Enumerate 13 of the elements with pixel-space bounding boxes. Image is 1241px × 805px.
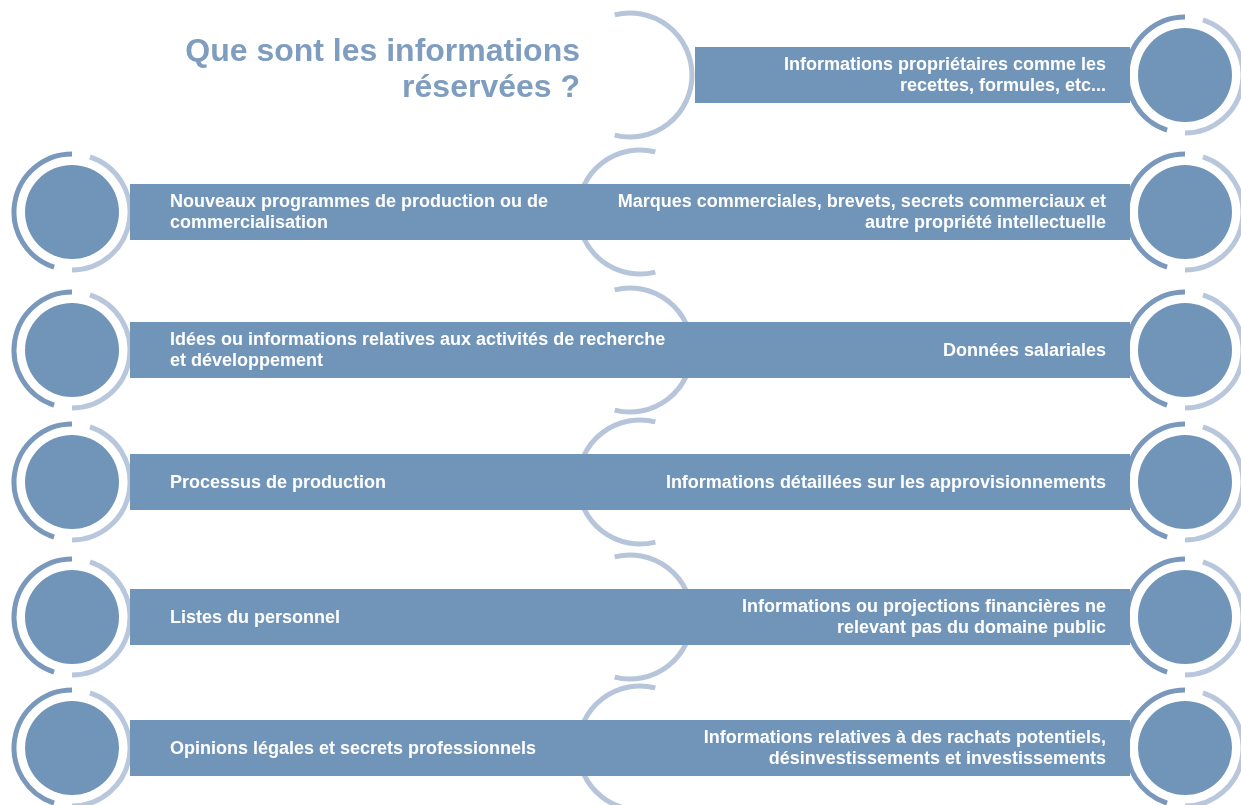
banner-text: Nouveaux programmes de production ou de commercialisation [170, 191, 550, 233]
title: Que sont les informations réservées ? [184, 32, 580, 104]
banner-text: Listes du personnel [170, 606, 341, 628]
right-banner [695, 47, 1130, 103]
banner-text: Informations propriétaires comme les recettes, formules, etc... [782, 54, 1106, 96]
banner-text: Informations relatives à des rachats potentiels, désinvestissements et investissements [702, 727, 1106, 769]
banner-text: Informations détaillées sur les approvisionnements [665, 471, 1106, 493]
banner-text: Informations ou projections financières ne relevant pas du domaine public [740, 596, 1106, 638]
banner-text: Données salariales [942, 339, 1106, 361]
banner-text: Opinions légales et secrets professionnels [170, 737, 537, 759]
banner-text: Idées ou informations relatives aux activités de recherche et développement [170, 329, 667, 371]
banner-text: Processus de production [170, 471, 387, 493]
banner-text: Marques commerciales, brevets, secrets commerciaux et autre propriété intellectuelle [616, 191, 1106, 233]
